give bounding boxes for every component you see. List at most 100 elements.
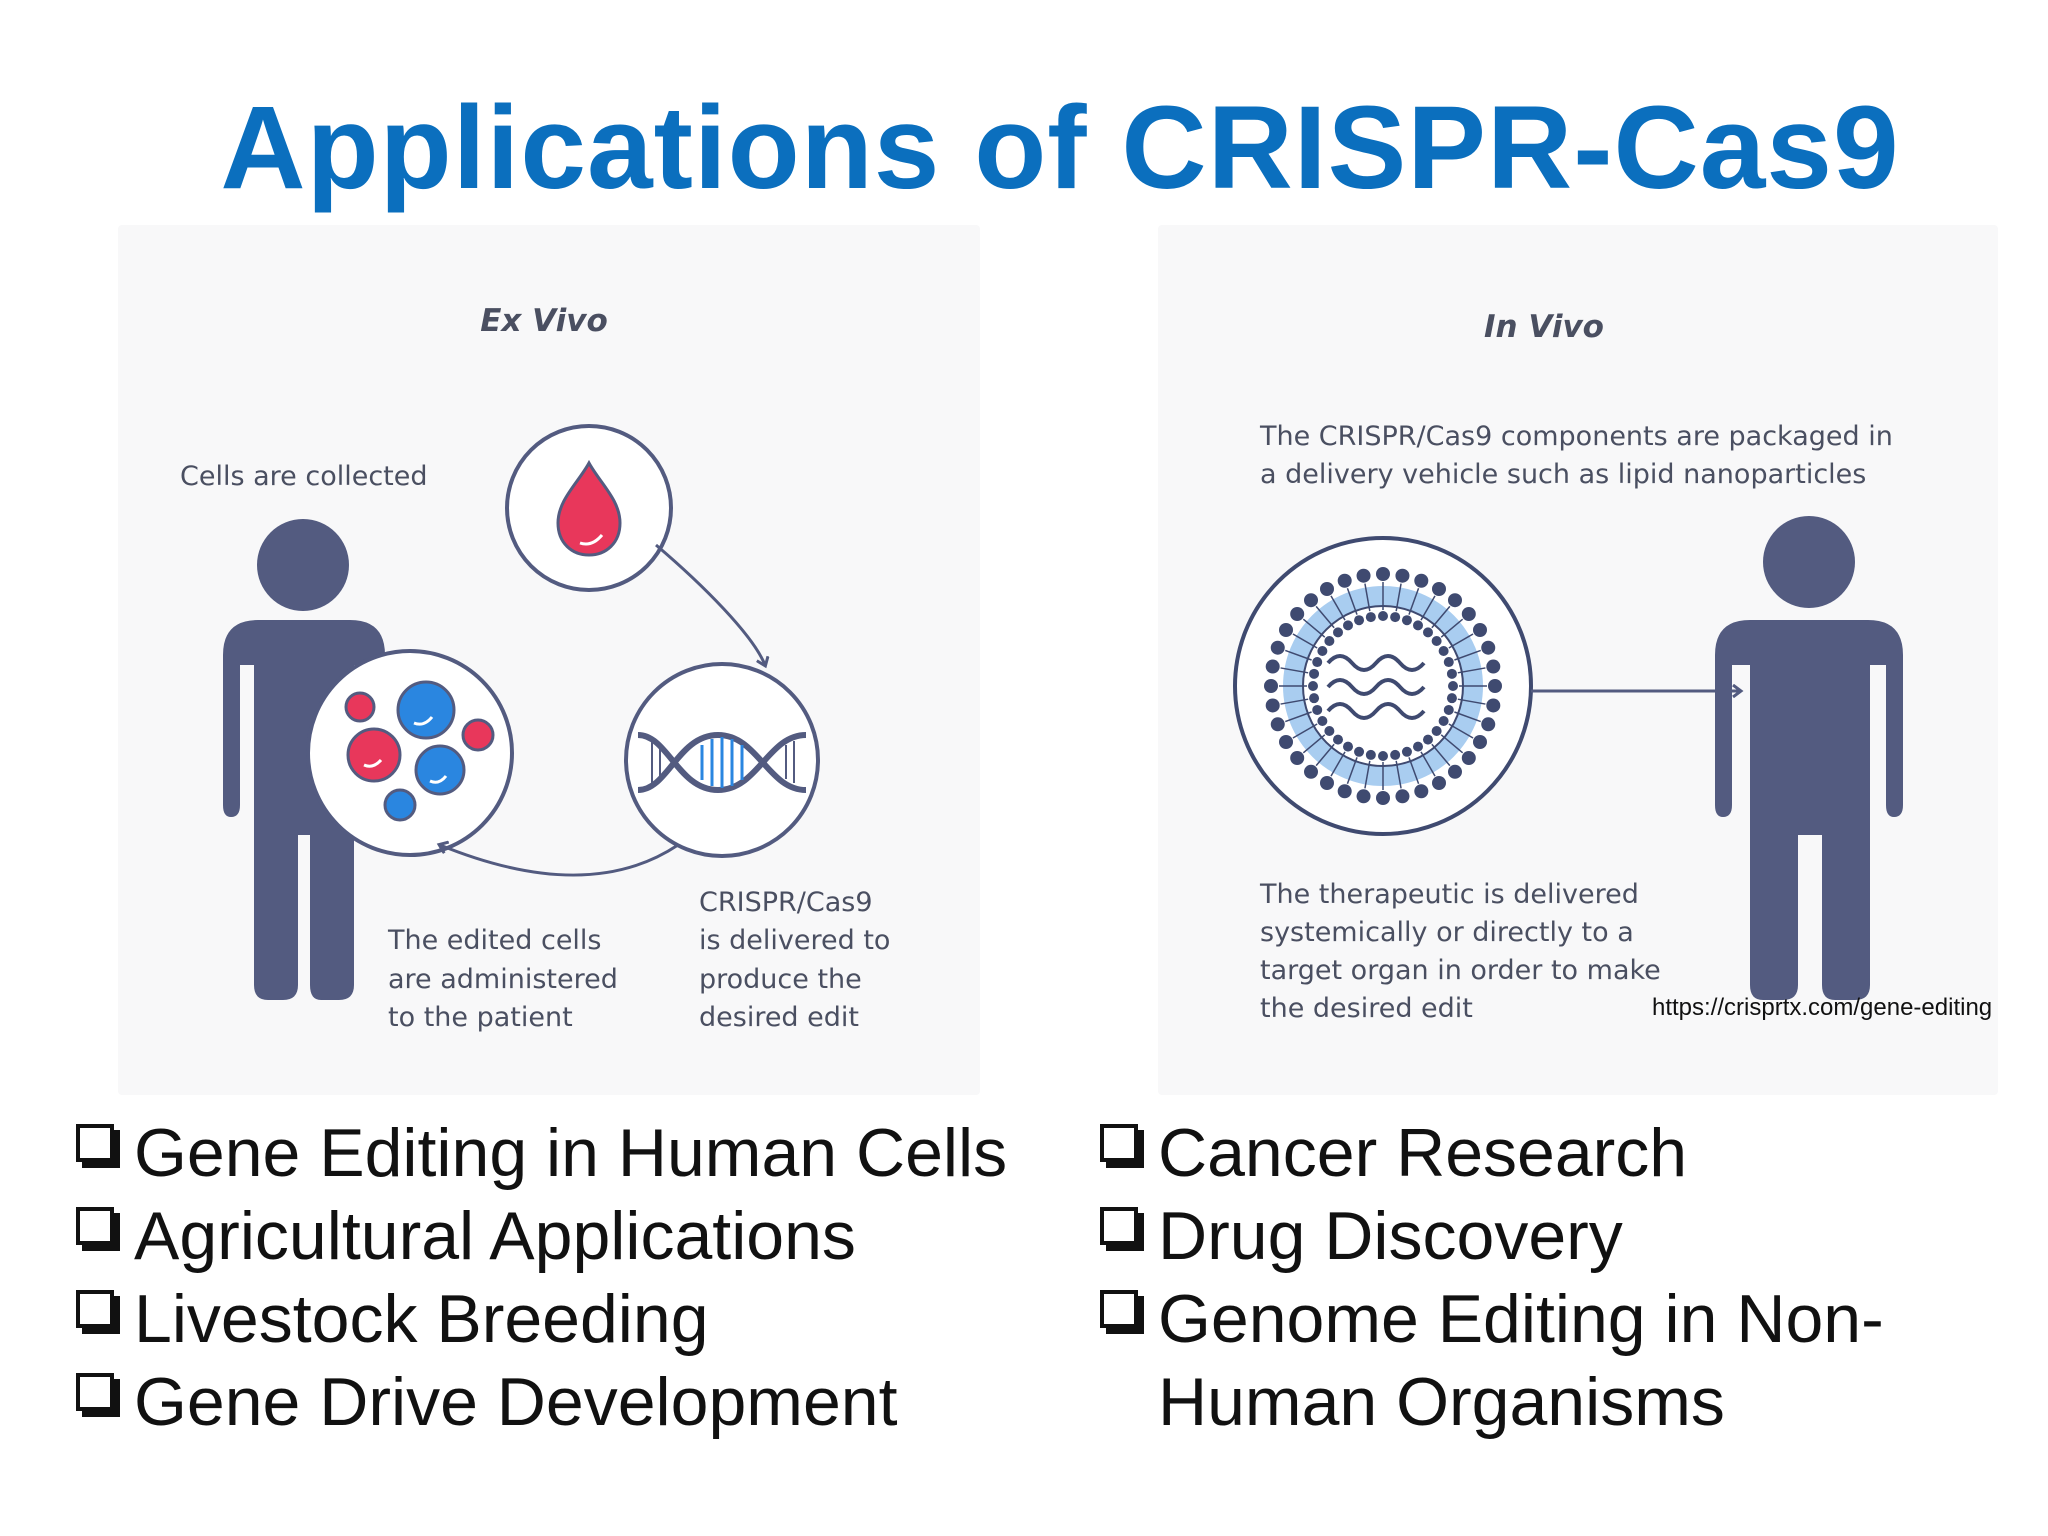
lipid-bead [1431,636,1442,647]
lipid-tail [1285,711,1312,723]
lipid-bead [1290,607,1305,622]
lipid-bead [1270,640,1285,655]
lipid-tail [1448,723,1474,739]
lipid-tail [1280,667,1309,674]
lipid-bead [1390,749,1401,760]
dna-edit-bubble [624,662,820,858]
dna-helix-icon [637,731,807,794]
lipid-bead [1486,698,1501,713]
lipid-bead [1488,679,1502,693]
lipid-bead [1378,611,1388,621]
slide-title: Applications of CRISPR-Cas9 [220,82,1900,214]
therapeutic-delivered-caption: The therapeutic is delivered systemicall… [1259,879,1669,1024]
lipid-tail [1457,698,1486,705]
lipid-bead [1354,746,1365,757]
lipid-bead [1438,716,1449,726]
lipid-bead [1309,668,1320,679]
lipid-tail [1395,583,1402,612]
lipid-bead [1333,734,1344,745]
lipid-tail [1315,743,1335,767]
lipid-nanoparticle-icon [1233,536,1533,836]
lipid-bead [1343,620,1353,631]
list-item: Livestock Breeding [72,1278,1007,1361]
blue-cell [414,744,466,796]
lipid-bead [1290,750,1305,765]
lipid-bead [1395,568,1410,583]
list-item: Agricultural Applications [72,1195,1007,1278]
list-item: Cancer Research [1096,1112,1996,1195]
lipid-bead [1422,627,1433,638]
blue-cell [383,788,417,822]
lipid-bead [1333,627,1344,638]
red-cell [346,727,402,783]
ex-vivo-panel: Ex Vivo Cells are collected [118,225,980,1095]
cells-collected-caption: Cells are collected [180,461,428,492]
list-item: Gene Drive Development [72,1361,1007,1444]
lipid-tail [1431,743,1451,767]
red-cell [461,718,495,752]
in-vivo-heading: In Vivo [1484,309,1604,345]
lipid-bead [1320,582,1334,597]
lipid-bead [1413,620,1423,631]
lipid-tail [1408,757,1420,784]
checkbox-icon [1100,1207,1138,1245]
lipid-bead [1481,640,1496,655]
lipid-tail [1330,595,1346,621]
lipid-tail [1364,760,1371,789]
lipid-bead [1304,764,1319,779]
lipid-bead [1432,775,1446,790]
lipid-bead [1312,704,1323,715]
lipid-bead [1446,668,1457,679]
crispr-delivered-caption: CRISPR/Cas9 is delivered to produce the … [699,887,899,1033]
blue-cell [396,680,456,740]
lipid-tail [1346,588,1358,615]
lipid-bead [1401,615,1412,626]
list-item: Gene Editing in Human Cells [72,1112,1007,1195]
arrow-to-patient [440,845,679,877]
lipid-tail [1280,698,1309,705]
arrow-to-crispr [655,543,765,665]
lipid-bead [1376,567,1390,581]
lipid-bead [1443,657,1454,668]
lipid-bead [1472,735,1487,749]
lipid-bead [1270,717,1285,732]
lipid-tail [1346,757,1358,784]
lipid-tail [1431,605,1451,629]
lipid-bead [1317,716,1328,726]
lipid-tail [1454,649,1481,661]
in-vivo-panel: In Vivo The CRISPR/Cas9 components are p… [1158,225,1998,1095]
lipid-bead [1432,582,1446,597]
checkbox-icon [76,1290,114,1328]
lipid-bead [1324,725,1335,736]
lipid-tail [1364,583,1371,612]
lipid-bead [1461,750,1476,765]
lipid-bead [1431,725,1442,736]
lipid-bead [1422,734,1433,745]
lipid-tail [1330,751,1346,777]
lipid-bead [1414,784,1429,799]
checkbox-icon [76,1207,114,1245]
ex-vivo-heading: Ex Vivo [480,303,608,339]
lipid-tail [1302,734,1326,754]
lipid-bead [1365,749,1376,760]
lipid-bead [1324,636,1335,647]
lipid-bead [1308,681,1318,691]
lipid-bead [1376,791,1390,805]
lipid-tail [1395,760,1402,789]
lipid-bead [1443,704,1454,715]
lipid-bead [1413,741,1423,752]
lipid-bead [1343,741,1353,752]
lipid-tail [1420,595,1436,621]
lipid-bead [1309,693,1320,704]
lipid-tail [1292,633,1318,649]
lipid-bead [1312,657,1323,668]
lipid-bead [1354,615,1365,626]
lipid-bead [1438,646,1449,656]
lipid-bead [1304,593,1319,608]
checkbox-icon [1100,1290,1138,1328]
lipid-tail [1457,667,1486,674]
rna-strands [1326,654,1426,720]
lipid-bead [1356,789,1371,804]
crispr-delivery-diagram: Ex Vivo Cells are collected [118,225,1998,1095]
lipid-bead [1356,568,1371,583]
